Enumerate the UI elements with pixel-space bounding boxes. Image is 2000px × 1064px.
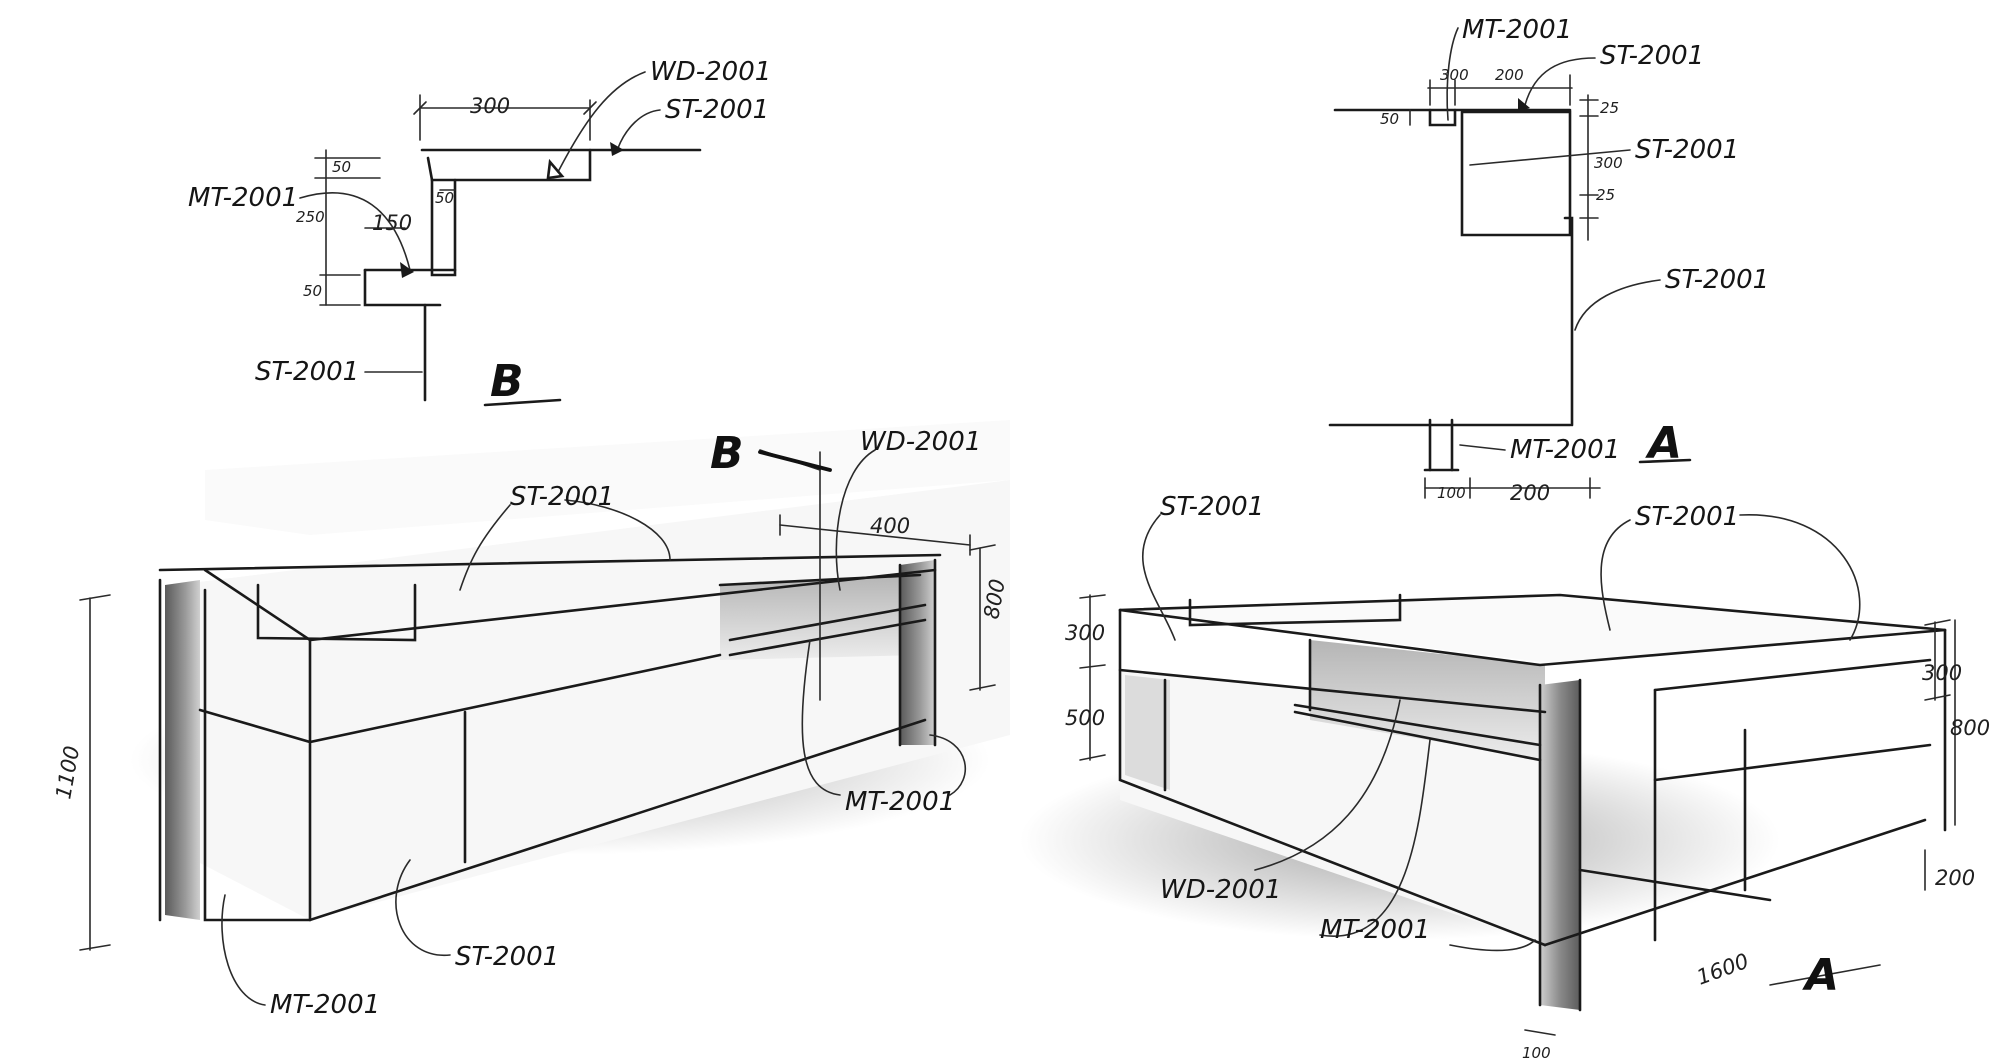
leader-right-st-top-b [1739, 514, 1861, 641]
section-a-dim-50: 50 [1380, 110, 1399, 128]
right-dim-500: 500 [1065, 706, 1105, 730]
top-face-fill [205, 420, 1010, 535]
leader-wd-b [557, 71, 646, 173]
section-a-dim-300b: 300 [1594, 154, 1623, 172]
leader-left-mt-right-b [929, 734, 966, 796]
right-dimension-lines [1079, 594, 1956, 1036]
tag-st-section-b-top: ST-2001 [665, 95, 769, 125]
section-b-dimension-lines [314, 94, 597, 306]
tag-left-st-top: ST-2001 [510, 482, 614, 512]
section-a-dim-100: 100 [1437, 484, 1466, 502]
section-a-dim-300a: 300 [1440, 66, 1469, 84]
leader-left-st-front [395, 859, 451, 956]
leader-st-a-top [1524, 57, 1596, 106]
tag-left-st-front: ST-2001 [455, 942, 559, 972]
right-section-mark-a: A [1802, 950, 1839, 1001]
tag-st-section-b-base: ST-2001 [255, 357, 359, 387]
tag-mt-section-a-top: MT-2001 [1462, 15, 1572, 45]
section-a-detail: 300 200 25 50 300 25 100 200 MT-2001 ST-… [1328, 15, 1769, 505]
tag-st-section-a-top: ST-2001 [1600, 41, 1704, 71]
left-dimension-lines [79, 449, 996, 951]
tag-mt-section-a-bottom: MT-2001 [1510, 435, 1620, 465]
tag-right-wd: WD-2001 [1160, 875, 1281, 905]
leader-right-mt [1319, 739, 1431, 937]
section-b-title: B [490, 356, 524, 407]
left-dim-400: 400 [870, 514, 910, 538]
leader-st-a-mid [1469, 149, 1631, 166]
section-a-dimension-lines [1409, 74, 1601, 499]
section-b-profile [363, 148, 702, 402]
tag-left-mt-left: MT-2001 [270, 990, 380, 1020]
leader-st-b-top [617, 109, 661, 149]
leader-right-st-top [1600, 519, 1631, 631]
tag-mt-section-b: MT-2001 [188, 183, 298, 213]
section-b-dim-50a: 50 [332, 158, 351, 176]
tag-left-wd: WD-2001 [860, 427, 981, 457]
tag-right-mt: MT-2001 [1320, 915, 1430, 945]
section-b-dim-50c: 50 [303, 282, 322, 300]
leg-fill [1540, 680, 1580, 1010]
tag-right-st-top: ST-2001 [1635, 502, 1739, 532]
perspective-view-left: 1100 800 400 B ST-2001 WD-2001 MT-2001 S… [51, 420, 1010, 1020]
section-a-dim-25b: 25 [1596, 186, 1615, 204]
right-dim-800: 800 [1950, 716, 1990, 740]
section-a-title-underline [1638, 458, 1692, 464]
section-b-dim-150: 150 [372, 211, 412, 235]
leader-mt-b [299, 192, 411, 271]
left-section-mark-b: B [710, 428, 744, 479]
left-dim-1100: 1100 [51, 744, 84, 801]
section-b-title-underline [483, 398, 562, 407]
arrow-icon [400, 262, 414, 278]
leader-mt-a-bottom [1459, 444, 1506, 451]
perspective-view-right: 300 500 300 800 200 1600 100 A ST-2001 S… [1020, 492, 1990, 1062]
left-body-outline [158, 553, 942, 922]
arrow-icon [1518, 98, 1530, 112]
leader-right-st-left [1141, 514, 1176, 641]
leader-left-mt-left [221, 894, 266, 1006]
leg-right-fill [900, 560, 935, 745]
arrow-icon [546, 158, 565, 180]
tag-st-section-a-side: ST-2001 [1665, 265, 1769, 295]
section-cut-line [758, 450, 832, 472]
tag-left-mt-right: MT-2001 [845, 787, 955, 817]
right-dim-1600: 1600 [1694, 949, 1752, 990]
leader-right-mt-b [1449, 939, 1536, 952]
section-a-dim-200b: 200 [1510, 481, 1550, 505]
leader-mt-a-top [1446, 27, 1459, 121]
leader-st-a-side [1574, 279, 1661, 331]
section-b-detail: 300 50 50 250 150 50 WD-2001 ST-2001 MT-… [188, 57, 771, 407]
section-b-dim-250: 250 [296, 208, 325, 226]
right-dim-300l: 300 [1065, 621, 1105, 645]
leader-left-st-top-b [564, 499, 671, 561]
section-b-dim-50b: 50 [435, 189, 454, 207]
side-panel-fill [1125, 675, 1170, 790]
tag-wd-section-b: WD-2001 [650, 57, 771, 87]
tag-st-section-a-mid: ST-2001 [1635, 135, 1739, 165]
tag-right-st-left: ST-2001 [1160, 492, 1264, 522]
section-a-profile [1328, 108, 1574, 472]
right-dim-200: 200 [1935, 866, 1975, 890]
section-a-dim-200a: 200 [1495, 66, 1524, 84]
right-body-outline [1118, 593, 1947, 1012]
section-b-dim-300: 300 [470, 94, 510, 118]
leader-left-wd [835, 449, 876, 591]
leader-right-wd [1254, 699, 1401, 871]
leader-left-st-top [459, 504, 511, 591]
right-dim-100: 100 [1522, 1044, 1551, 1062]
leader-left-mt-right [801, 639, 841, 796]
right-dim-300r: 300 [1922, 661, 1962, 685]
section-a-dim-25a: 25 [1600, 99, 1619, 117]
arrow-icon [610, 142, 624, 156]
leg-left-fill [165, 580, 200, 920]
